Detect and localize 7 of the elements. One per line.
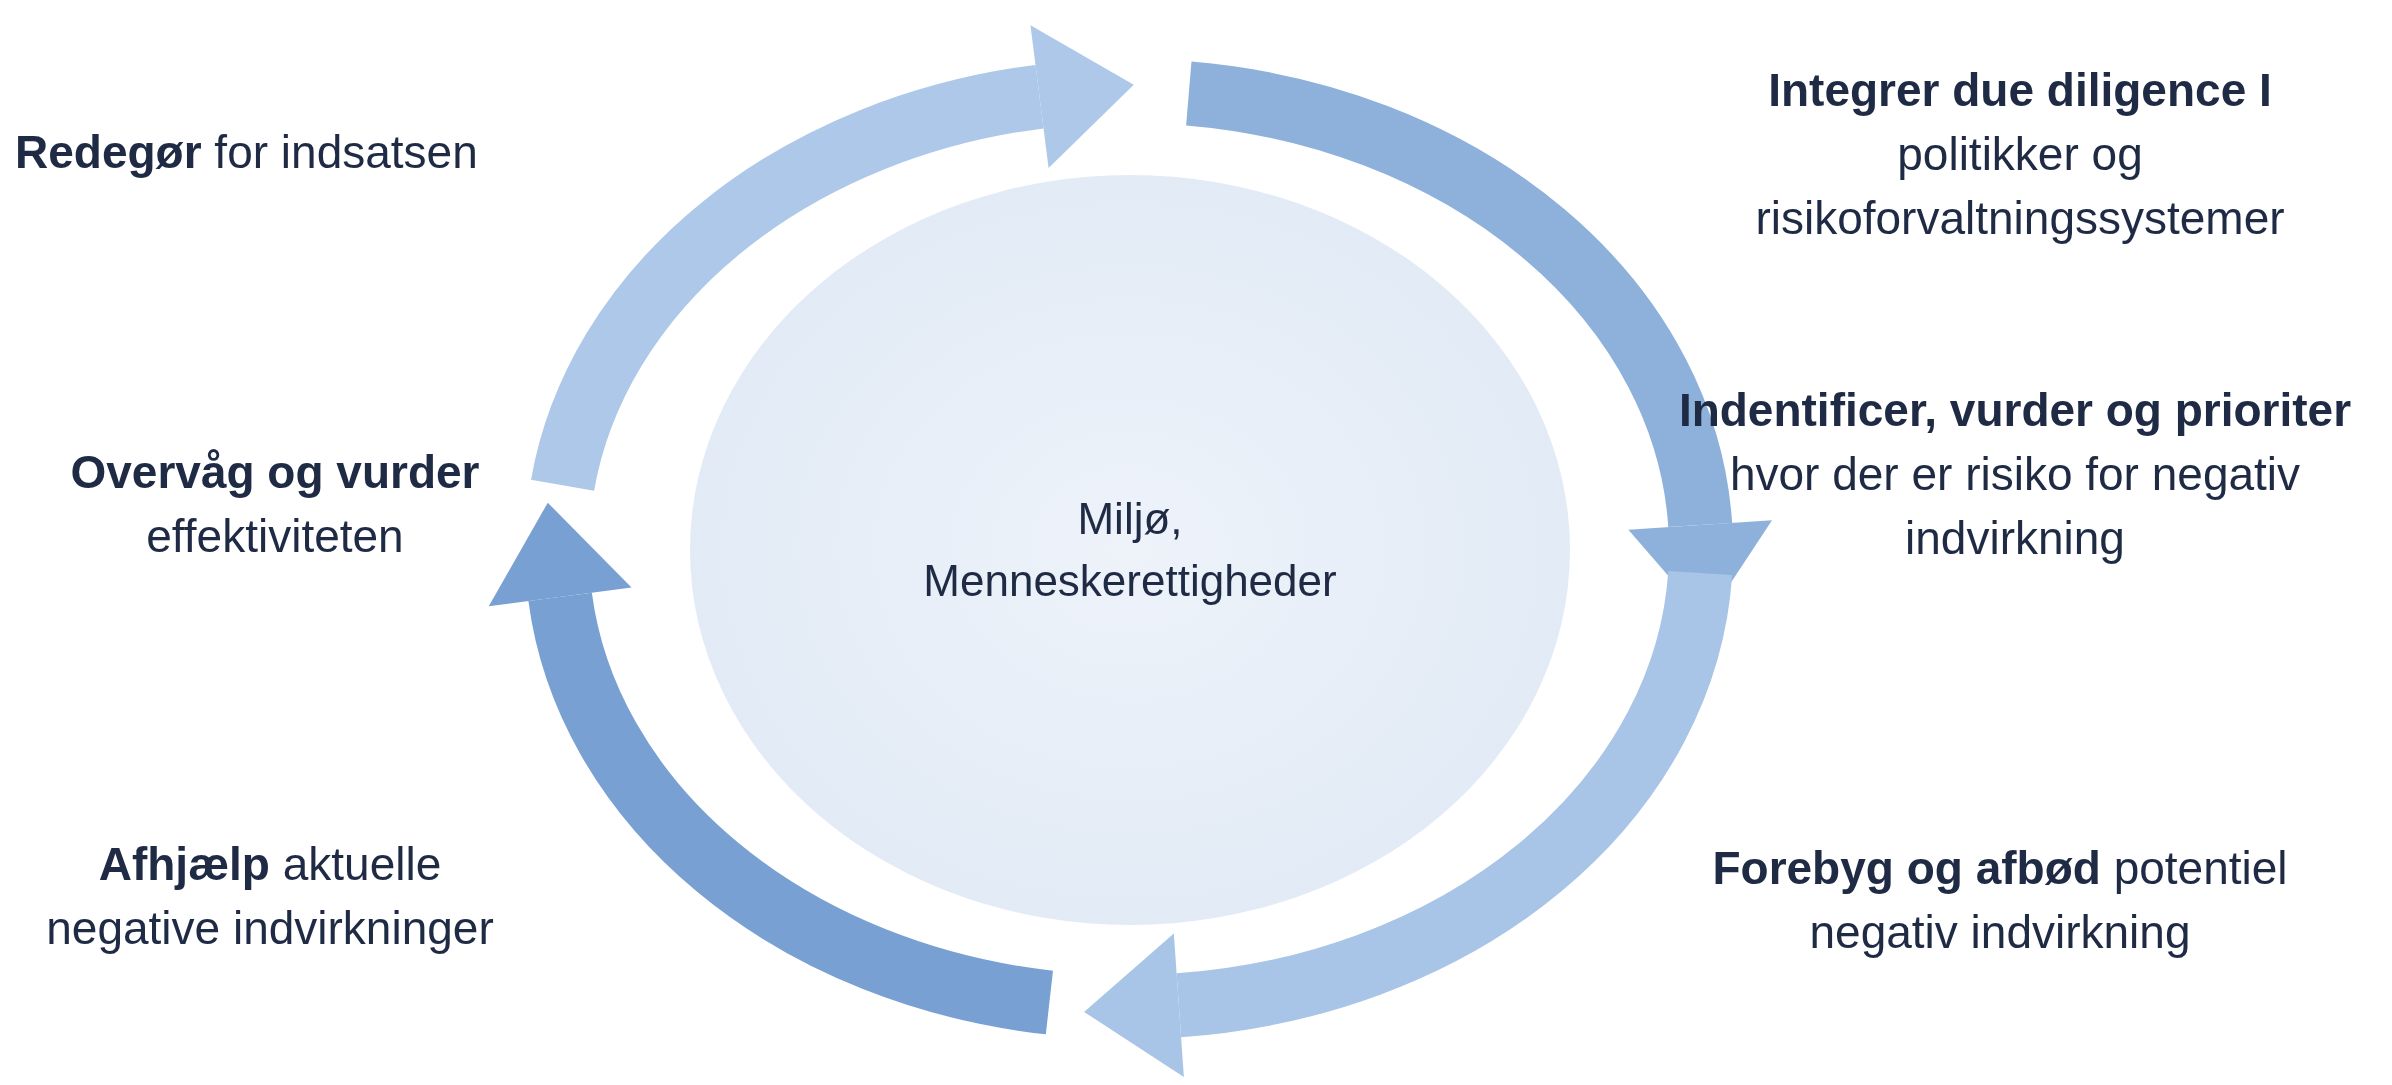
step-text: Afhjælp aktuelle negative indvirkninger: [45, 837, 495, 956]
center-text: Miljø, Menneskerettigheder: [922, 493, 1338, 607]
step-text: Indentificer, vurder og prioriter hvor der er risiko for negativ indvirkning: [1677, 383, 2353, 566]
step-text: Integrer due diligence I politikker og risikoforvaltningssystemer: [1754, 63, 2286, 246]
step-text: Overvåg og vurder effektiviteten: [69, 445, 481, 564]
step-text: Forebyg og afbød potentiel negativ indvirkning: [1711, 841, 2289, 960]
step-text: Redegør for indsatsen: [15, 125, 479, 180]
